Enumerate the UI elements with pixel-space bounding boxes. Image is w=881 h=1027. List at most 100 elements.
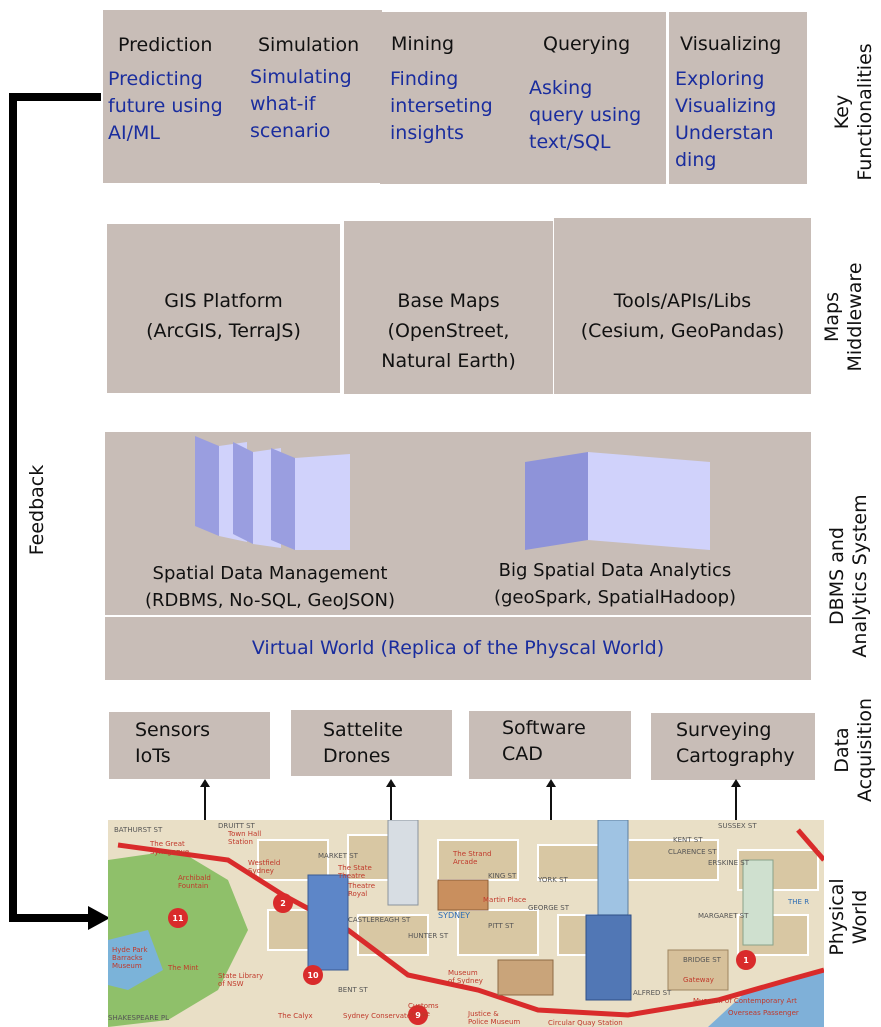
simulation-box (244, 10, 382, 183)
tools-text: Tools/APIs/Libs (Cesium, GeoPandas) (580, 290, 785, 342)
svg-text:HUNTER ST: HUNTER ST (408, 932, 449, 940)
prediction-desc: Predicting future using AI/ML (108, 68, 223, 144)
software-arrow (546, 779, 556, 820)
key-functionalities-label: Key Functionalities (831, 43, 876, 181)
svg-text:1: 1 (743, 956, 749, 965)
tools-box (554, 218, 811, 394)
visualizing-box (669, 12, 807, 184)
visualizing-desc: Exploring Visualizing Understan ding (675, 68, 777, 171)
svg-text:Gateway: Gateway (683, 976, 714, 984)
prediction-title: Prediction (118, 34, 213, 56)
physical-world-label: Physical World (826, 878, 871, 956)
svg-text:SUSSEX ST: SUSSEX ST (718, 822, 757, 830)
data-acquisition-label: Data Acquisition (831, 697, 876, 803)
svg-text:Martin Place: Martin Place (483, 896, 526, 904)
querying-box (518, 12, 666, 184)
svg-text:Westfield: Westfield (248, 859, 280, 867)
svg-text:Synagogue: Synagogue (150, 848, 189, 856)
svg-text:Sydney: Sydney (248, 867, 274, 875)
software-text: Software CAD (502, 717, 586, 765)
satellite-arrow (386, 779, 396, 820)
svg-text:YORK ST: YORK ST (537, 876, 569, 884)
simulation-desc: Simulating what-if scenario (250, 66, 352, 142)
svg-text:House: House (408, 1010, 430, 1018)
svg-text:DRUITT ST: DRUITT ST (218, 822, 256, 830)
spatial-data-management-text: Spatial Data Management (RDBMS, No-SQL, … (145, 563, 395, 611)
big-spatial-analytics-text: Big Spatial Data Analytics (geoSpark, Sp… (493, 560, 737, 608)
dbms-label: DBMS and Analytics System (826, 494, 871, 658)
base-maps-box (344, 221, 553, 394)
svg-text:ERSKINE ST: ERSKINE ST (708, 859, 750, 867)
svg-text:CASTLEREAGH ST: CASTLEREAGH ST (348, 916, 411, 924)
prediction-box (103, 10, 248, 183)
svg-text:ALFRED ST: ALFRED ST (633, 989, 672, 997)
svg-text:MARKET ST: MARKET ST (318, 852, 359, 860)
virtual-world-text: Virtual World (Replica of the Physcal Wo… (251, 637, 665, 659)
svg-text:Customs: Customs (408, 1002, 439, 1010)
sensors-box (109, 712, 270, 779)
svg-text:THE R: THE R (787, 898, 809, 906)
svg-text:SHAKESPEARE PL: SHAKESPEARE PL (108, 1014, 169, 1022)
analytics-cluster-icon (525, 452, 710, 550)
svg-text:KENT ST: KENT ST (673, 836, 703, 844)
gis-platform-box (107, 224, 340, 393)
sensors-text: Sensors IoTs (135, 719, 211, 767)
querying-title: Querying (543, 33, 631, 55)
gis-platform-text: GIS Platform (ArcGIS, TerraJS) (146, 290, 301, 342)
svg-text:of Sydney: of Sydney (448, 977, 483, 985)
svg-text:Theatre: Theatre (347, 882, 375, 890)
querying-desc: Asking query using text/SQL (529, 77, 642, 153)
svg-text:Museum: Museum (112, 962, 142, 970)
base-maps-text: Base Maps (OpenStreet, Natural Earth) (381, 290, 516, 372)
svg-text:SYDNEY: SYDNEY (438, 911, 470, 920)
satellite-text: Sattelite Drones (323, 719, 403, 767)
svg-text:Justice &: Justice & (467, 1010, 499, 1018)
city-map-image: BATHURST ST DRUITT ST The Great Synagogu… (108, 820, 824, 1027)
svg-text:9: 9 (415, 1011, 421, 1020)
svg-text:Museum: Museum (448, 969, 478, 977)
mining-desc: Finding interseting insights (390, 68, 493, 144)
svg-text:Theatre: Theatre (337, 872, 365, 880)
svg-text:Archibald: Archibald (178, 874, 211, 882)
svg-text:Museum of Contemporary Art: Museum of Contemporary Art (693, 997, 797, 1005)
svg-text:BATHURST ST: BATHURST ST (114, 826, 163, 834)
svg-text:Hyde Park: Hyde Park (112, 946, 148, 954)
svg-text:CLARENCE ST: CLARENCE ST (668, 848, 717, 856)
svg-text:Sydney Conservatorium: Sydney Conservatorium (343, 1012, 427, 1020)
svg-text:Fountain: Fountain (178, 882, 208, 890)
svg-text:The Mint: The Mint (167, 964, 199, 972)
database-blocks-icon (195, 436, 350, 550)
satellite-box (291, 710, 452, 776)
svg-text:2: 2 (280, 899, 286, 908)
city-map-illustration: BATHURST ST DRUITT ST The Great Synagogu… (108, 820, 824, 1027)
svg-text:11: 11 (172, 914, 184, 923)
mining-title: Mining (391, 33, 455, 55)
svg-text:GEORGE ST: GEORGE ST (528, 904, 570, 912)
sensors-arrow (200, 779, 210, 820)
svg-text:Royal: Royal (348, 890, 367, 898)
feedback-label: Feedback (26, 464, 48, 556)
svg-text:The Strand: The Strand (452, 850, 491, 858)
svg-text:Circular Quay Station: Circular Quay Station (548, 1019, 623, 1027)
svg-text:KING ST: KING ST (488, 872, 517, 880)
svg-text:Town Hall: Town Hall (227, 830, 261, 838)
visualizing-title: Visualizing (680, 33, 782, 55)
svg-text:State Library: State Library (218, 972, 263, 980)
svg-text:Overseas Passenger: Overseas Passenger (728, 1009, 799, 1017)
mining-box (380, 12, 520, 184)
virtual-world-box (105, 617, 811, 680)
svg-text:of NSW: of NSW (218, 980, 244, 988)
svg-text:Station: Station (228, 838, 253, 846)
svg-text:10: 10 (307, 971, 319, 980)
svg-text:Barracks: Barracks (112, 954, 143, 962)
maps-middleware-label: Maps Middleware (821, 262, 866, 372)
svg-text:Police Museum: Police Museum (468, 1018, 520, 1026)
simulation-title: Simulation (258, 34, 360, 56)
surveying-box (651, 713, 815, 780)
svg-text:The State: The State (337, 864, 372, 872)
svg-text:The Great: The Great (149, 840, 185, 848)
svg-text:Arcade: Arcade (453, 858, 477, 866)
svg-text:BENT ST: BENT ST (338, 986, 368, 994)
surveying-text: Surveying Cartography (676, 719, 795, 767)
